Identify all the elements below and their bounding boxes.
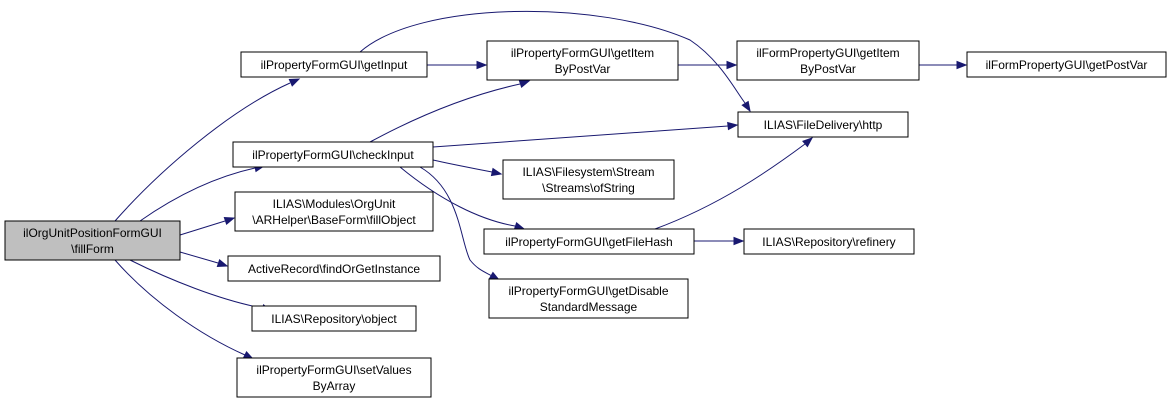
nodes: ilOrgUnitPositionFormGUI \fillForm ilPro… xyxy=(4,40,1167,398)
node-refinery[interactable]: ILIAS\Repository\refinery xyxy=(743,228,915,255)
node-get-post-var-label: ilFormPropertyGUI\getPostVar xyxy=(986,58,1148,72)
edge-root-to-findOrGetInstance xyxy=(179,251,229,268)
arrowhead-icon xyxy=(288,78,301,87)
node-object-label: ILIAS\Repository\object xyxy=(271,312,397,326)
node-http[interactable]: ILIAS\FileDelivery\http xyxy=(737,111,909,138)
arrowhead-icon xyxy=(802,137,814,148)
node-set-values-by-array-line-1: ilPropertyFormGUI\setValues xyxy=(256,363,411,377)
node-get-post-var[interactable]: ilFormPropertyGUI\getPostVar xyxy=(966,51,1167,78)
edge-checkInput-to-getItemByPostVar1 xyxy=(369,79,531,143)
node-get-item-by-post-var-1-line-2: ByPostVar xyxy=(555,62,611,76)
node-get-item-by-post-var-2-line-2: ByPostVar xyxy=(800,62,856,76)
edge-line xyxy=(179,220,226,236)
node-get-file-hash-label: ilPropertyFormGUI\getFileHash xyxy=(505,235,672,249)
arrowhead-icon xyxy=(476,60,488,70)
node-get-disable-standard-message-line-1: ilPropertyFormGUI\getDisable xyxy=(508,284,668,298)
edge-line xyxy=(129,259,263,309)
node-get-item-by-post-var-1-line-1: ilPropertyFormGUI\getItem xyxy=(511,46,654,60)
node-object[interactable]: ILIAS\Repository\object xyxy=(251,305,417,332)
edge-getItemByPostVar1-to-getItemByPostVar2 xyxy=(678,60,738,70)
arrowhead-icon xyxy=(726,60,738,70)
edge-line xyxy=(179,251,219,264)
node-of-string[interactable]: ILIAS\Filesystem\Stream \Streams\ofStrin… xyxy=(502,159,675,200)
node-root-line-1: ilOrgUnitPositionFormGUI xyxy=(23,226,162,240)
arrowhead-icon xyxy=(733,236,745,246)
node-get-disable-standard-message-line-2: StandardMessage xyxy=(540,300,638,314)
node-of-string-line-1: ILIAS\Filesystem\Stream xyxy=(522,165,654,179)
edge-line xyxy=(114,259,246,356)
node-set-values-by-array-line-2: ByArray xyxy=(313,379,356,393)
edge-getInput-to-http xyxy=(359,10,751,113)
arrowhead-icon xyxy=(956,60,968,70)
arrowhead-icon xyxy=(490,167,503,177)
edge-getInput-to-getItemByPostVar1 xyxy=(427,60,488,70)
node-get-file-hash[interactable]: ilPropertyFormGUI\getFileHash xyxy=(483,228,695,255)
node-get-item-by-post-var-2-line-1: ilFormPropertyGUI\getItem xyxy=(756,46,899,60)
node-root[interactable]: ilOrgUnitPositionFormGUI \fillForm xyxy=(4,220,181,261)
edge-getItemByPostVar2-to-getPostVar xyxy=(919,60,968,70)
arrowhead-icon xyxy=(518,79,531,89)
node-get-item-by-post-var-2[interactable]: ilFormPropertyGUI\getItem ByPostVar xyxy=(736,40,920,81)
edge-line xyxy=(432,125,729,148)
node-find-or-get-instance-label: ActiveRecord\findOrGetInstance xyxy=(248,262,420,276)
node-fill-object-line-1: ILIAS\Modules\OrgUnit xyxy=(273,197,396,211)
edge-line xyxy=(369,83,521,143)
node-fill-object-line-2: \ARHelper\BaseForm\fillObject xyxy=(252,213,416,227)
edge-root-to-setValuesByArray xyxy=(114,259,255,360)
node-get-input-label: ilPropertyFormGUI\getInput xyxy=(261,58,408,72)
edge-line xyxy=(114,82,291,222)
arrowhead-icon xyxy=(513,221,526,231)
node-root-line-2: \fillForm xyxy=(71,242,114,256)
arrowhead-icon xyxy=(727,121,739,131)
edge-line xyxy=(654,143,806,230)
arrowhead-icon xyxy=(741,100,751,113)
edges xyxy=(114,10,968,360)
edge-line xyxy=(139,167,256,222)
arrowhead-icon xyxy=(223,216,236,226)
edge-root-to-getInput xyxy=(114,78,301,222)
edge-checkInput-to-ofString xyxy=(432,159,503,177)
node-set-values-by-array[interactable]: ilPropertyFormGUI\setValues ByArray xyxy=(236,357,432,398)
edge-line xyxy=(399,166,516,227)
node-check-input[interactable]: ilPropertyFormGUI\checkInput xyxy=(232,141,434,168)
node-find-or-get-instance[interactable]: ActiveRecord\findOrGetInstance xyxy=(227,255,441,282)
edge-checkInput-to-http xyxy=(432,121,739,148)
edge-root-to-fillObject xyxy=(179,216,236,236)
node-get-disable-standard-message[interactable]: ilPropertyFormGUI\getDisable StandardMes… xyxy=(488,278,689,319)
node-refinery-label: ILIAS\Repository\refinery xyxy=(762,235,895,249)
node-get-item-by-post-var-1[interactable]: ilPropertyFormGUI\getItem ByPostVar xyxy=(486,40,679,81)
edge-line xyxy=(419,166,493,277)
edge-line xyxy=(359,10,746,104)
node-get-input[interactable]: ilPropertyFormGUI\getInput xyxy=(240,51,428,78)
node-check-input-label: ilPropertyFormGUI\checkInput xyxy=(252,148,414,162)
node-fill-object[interactable]: ILIAS\Modules\OrgUnit \ARHelper\BaseForm… xyxy=(234,191,434,232)
edge-getFileHash-to-refinery xyxy=(694,236,745,246)
node-http-label: ILIAS\FileDelivery\http xyxy=(764,118,883,132)
edge-line xyxy=(432,159,493,173)
arrowhead-icon xyxy=(216,258,229,268)
edge-getFileHash-to-http xyxy=(654,137,814,230)
node-of-string-line-2: \Streams\ofString xyxy=(542,181,635,195)
